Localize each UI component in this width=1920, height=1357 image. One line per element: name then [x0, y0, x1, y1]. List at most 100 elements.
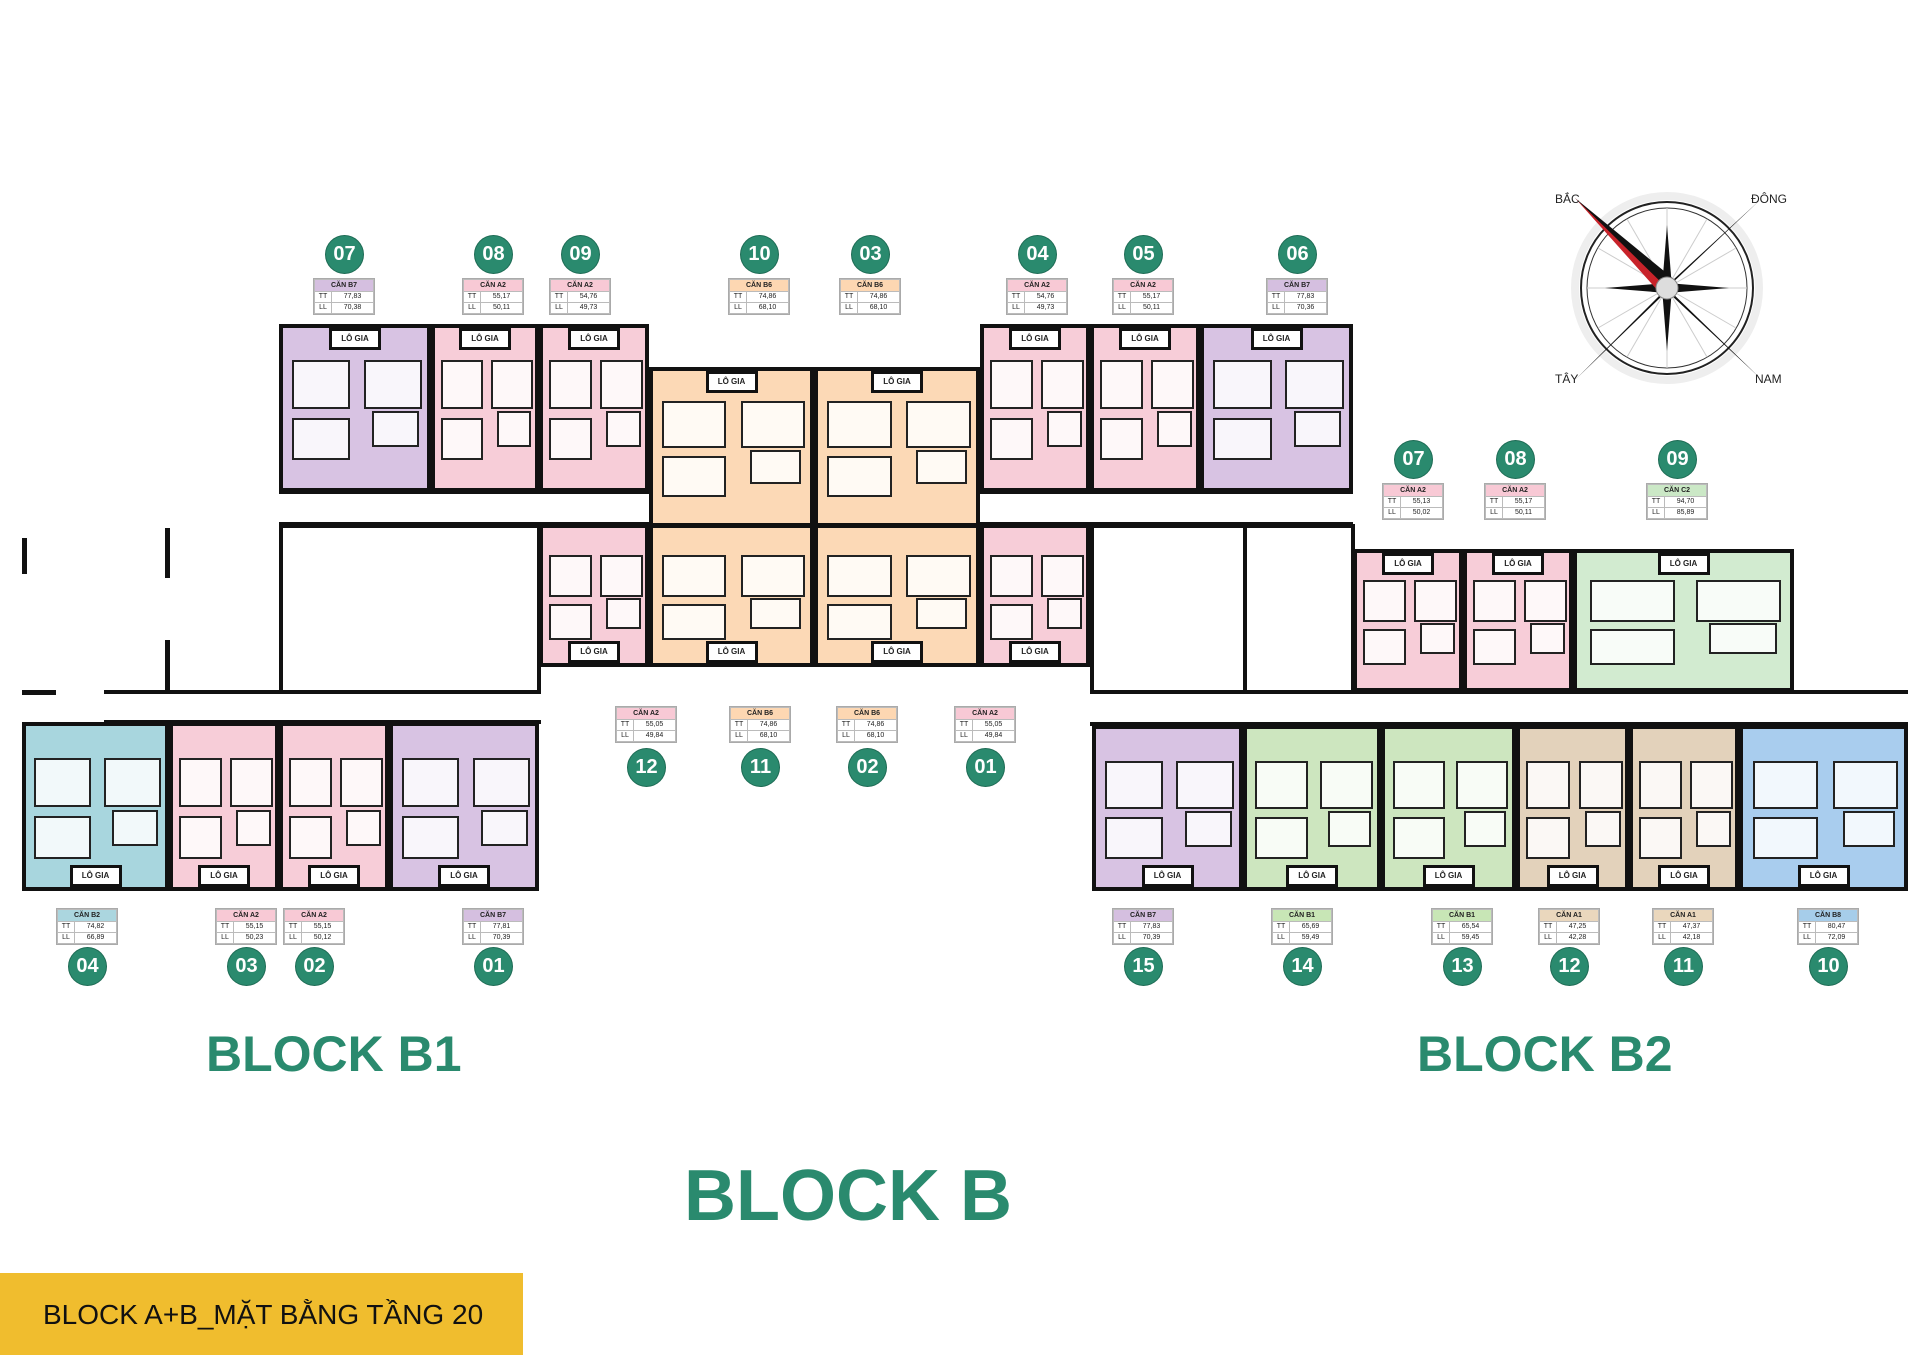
unit-b1-02[interactable] — [279, 722, 389, 891]
unit-b1-07[interactable] — [279, 324, 431, 492]
unit-type: CĂN B8 — [1798, 909, 1858, 922]
unit-b1-10[interactable] — [649, 367, 814, 527]
unit-number-badge[interactable]: 13 — [1444, 948, 1481, 985]
unit-b2-09[interactable] — [1573, 549, 1794, 692]
tt-area: 54,76 — [1024, 291, 1067, 303]
unit-number-badge[interactable]: 08 — [1497, 441, 1534, 478]
unit-number-badge[interactable]: 04 — [69, 948, 106, 985]
tt-key: TT — [1383, 496, 1401, 508]
room — [1690, 760, 1733, 809]
room — [1392, 817, 1445, 860]
tt-key: TT — [216, 921, 234, 933]
unit-number-badge[interactable]: 03 — [852, 236, 889, 273]
tt-key: TT — [284, 921, 302, 933]
unit-type: CĂN A1 — [1539, 909, 1599, 922]
unit-b1-04[interactable] — [980, 324, 1090, 492]
unit-number-badge[interactable]: 04 — [1019, 236, 1056, 273]
room — [1212, 417, 1272, 460]
unit-b2-10[interactable] — [1739, 725, 1908, 891]
logia-label: LÔ GIA — [1492, 553, 1544, 575]
corridor-b2 — [1090, 690, 1908, 726]
unit-type: CĂN A2 — [1485, 484, 1545, 497]
unit-b2-13[interactable] — [1381, 725, 1516, 891]
unit-number-badge[interactable]: 11 — [1665, 948, 1702, 985]
logia-label: LÔ GIA — [69, 865, 122, 887]
room — [1752, 817, 1818, 860]
unit-b1-01[interactable] — [389, 722, 539, 891]
unit-number-badge[interactable]: 10 — [741, 236, 778, 273]
unit-number-badge[interactable]: 12 — [628, 749, 665, 786]
unit-number-badge[interactable]: 14 — [1284, 948, 1321, 985]
unit-b2-08[interactable] — [1463, 549, 1573, 692]
tt-area: 47,25 — [1556, 921, 1599, 933]
core-b1-left — [279, 524, 541, 694]
unit-number-badge[interactable]: 05 — [1125, 236, 1162, 273]
unit-type: CĂN A2 — [284, 909, 344, 922]
tt-key: TT — [837, 719, 855, 731]
room — [1420, 623, 1455, 655]
unit-b2-12[interactable] — [1516, 725, 1629, 891]
unit-number-badge[interactable]: 03 — [228, 948, 265, 985]
room — [1456, 760, 1509, 809]
unit-b1-03[interactable] — [814, 367, 980, 527]
unit-b1-02[interactable] — [814, 524, 980, 667]
unit-number-badge[interactable]: 01 — [967, 749, 1004, 786]
logia-label: LÔ GIA — [568, 328, 620, 350]
unit-number-badge[interactable]: 11 — [742, 749, 779, 786]
unit-b1-01[interactable] — [980, 524, 1090, 667]
unit-b2-15[interactable] — [1092, 725, 1243, 891]
tt-area: 77,83 — [331, 291, 374, 303]
unit-b1-05[interactable] — [1090, 324, 1200, 492]
unit-number-badge[interactable]: 09 — [1659, 441, 1696, 478]
unit-type: CĂN A2 — [1007, 279, 1067, 292]
room — [600, 360, 643, 409]
room — [1696, 580, 1782, 622]
unit-b1-08[interactable] — [431, 324, 539, 492]
ll-area: 68,10 — [747, 730, 790, 742]
unit-b2-11[interactable] — [1629, 725, 1739, 891]
ll-area: 50,11 — [480, 302, 523, 314]
unit-number-badge[interactable]: 08 — [475, 236, 512, 273]
unit-type: CĂN A1 — [1653, 909, 1713, 922]
unit-number-badge[interactable]: 02 — [296, 948, 333, 985]
unit-number-badge[interactable]: 10 — [1810, 948, 1847, 985]
ll-key: LL — [837, 730, 855, 742]
unit-number-badge[interactable]: 01 — [475, 948, 512, 985]
unit-number-badge[interactable]: 09 — [562, 236, 599, 273]
room — [990, 555, 1033, 597]
room — [1104, 760, 1163, 809]
unit-b1-09[interactable] — [539, 324, 649, 492]
unit-b1-06[interactable] — [1200, 324, 1353, 492]
unit-type: CĂN B7 — [1267, 279, 1327, 292]
unit-number-badge[interactable]: 07 — [326, 236, 363, 273]
unit-b1-04[interactable] — [22, 722, 169, 891]
room — [1104, 817, 1163, 860]
ll-key: LL — [463, 932, 481, 944]
unit-b2-14[interactable] — [1243, 725, 1381, 891]
room — [1047, 598, 1082, 630]
room — [1176, 760, 1235, 809]
room — [606, 411, 641, 448]
ll-area: 50,02 — [1400, 507, 1443, 519]
tt-key: TT — [463, 291, 481, 303]
unit-number-badge[interactable]: 02 — [849, 749, 886, 786]
ll-key: LL — [1272, 932, 1290, 944]
unit-number-badge[interactable]: 12 — [1551, 948, 1588, 985]
unit-b2-07[interactable] — [1353, 549, 1463, 692]
unit-number-badge[interactable]: 15 — [1125, 948, 1162, 985]
room — [662, 456, 727, 497]
room — [441, 360, 483, 409]
room — [827, 555, 892, 597]
unit-b1-03[interactable] — [169, 722, 279, 891]
unit-number-badge[interactable]: 06 — [1279, 236, 1316, 273]
unit-number-badge[interactable]: 07 — [1395, 441, 1432, 478]
room — [289, 758, 332, 808]
tt-area: 74,86 — [746, 291, 789, 303]
room — [34, 816, 92, 859]
unit-b1-12[interactable] — [539, 524, 649, 667]
